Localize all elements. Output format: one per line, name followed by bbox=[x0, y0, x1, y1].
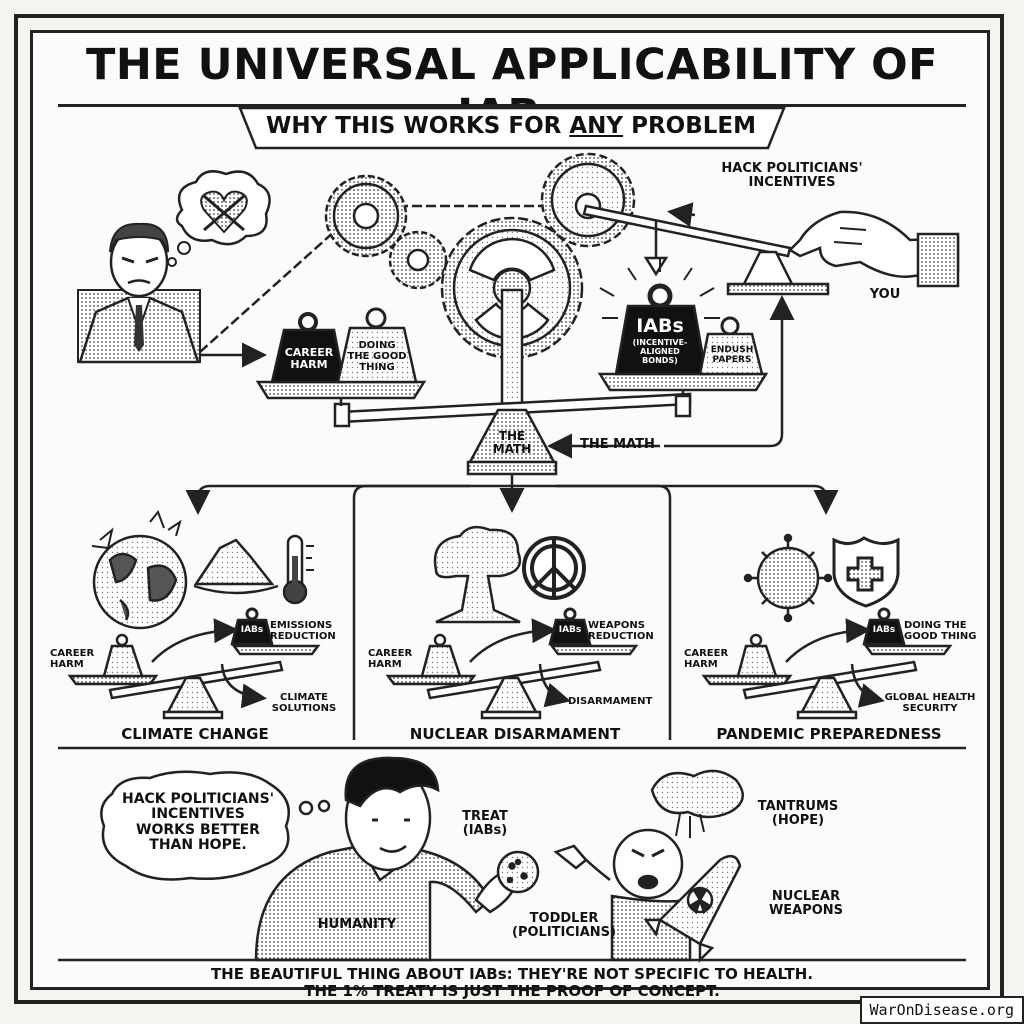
thermometer-icon bbox=[282, 534, 314, 605]
gear-icon bbox=[324, 152, 636, 360]
panel-pandemic-left-label: CAREER HARM bbox=[684, 648, 729, 670]
crossed-heart-thought-icon bbox=[167, 170, 271, 267]
career-harm-weight-label: CAREER HARM bbox=[284, 346, 334, 372]
panel-nuclear-bottom-label: DISARMAMENT bbox=[568, 696, 653, 707]
iabs-weight-title: IABs bbox=[636, 315, 684, 337]
outer-frame bbox=[14, 14, 1004, 1004]
panel-climate-weight-label: IABs bbox=[240, 625, 264, 635]
mini-balance-nuclear bbox=[385, 607, 639, 720]
treat-label: TREAT (IABs) bbox=[462, 809, 508, 839]
thought-bubble bbox=[100, 770, 331, 881]
title-divider bbox=[58, 104, 966, 107]
main-balance-scale bbox=[185, 258, 839, 740]
cookie-icon bbox=[496, 850, 540, 894]
hand-icon bbox=[787, 210, 960, 288]
nuclear-weapons-label: NUCLEAR WEAPONS bbox=[768, 889, 844, 919]
subtitle-text-a: WHY THIS WORKS FOR bbox=[266, 113, 570, 139]
mushroom-cloud-icon bbox=[433, 525, 522, 624]
panel-climate-title: CLIMATE CHANGE bbox=[121, 725, 269, 743]
doing-good-weight-label: DOING THE GOOD THING bbox=[347, 340, 407, 373]
subtitle-text-b: PROBLEM bbox=[623, 113, 756, 139]
mini-balance-pandemic bbox=[701, 607, 953, 720]
peace-sign-icon bbox=[522, 536, 586, 600]
humanity-figure bbox=[254, 756, 518, 962]
panel-climate-top-label: EMISSIONS REDUCTION bbox=[270, 620, 336, 642]
panel-climate-bottom-label: CLIMATE SOLUTIONS bbox=[271, 692, 337, 714]
tantrums-label: TANTRUMS (HOPE) bbox=[757, 799, 839, 829]
panel-nuclear-left-label: CAREER HARM bbox=[368, 648, 413, 670]
the-math-arrow-label: THE MATH bbox=[580, 437, 655, 452]
virus-icon bbox=[743, 533, 833, 623]
politician-figure bbox=[77, 222, 201, 364]
hack-incentives-label: HACK POLITICIANS' INCENTIVES bbox=[721, 161, 863, 191]
footer-caption: THE BEAUTIFUL THING ABOUT IABs: THEY'RE … bbox=[210, 965, 814, 1000]
hack-lever bbox=[582, 202, 830, 296]
iabs-weight-subtitle: (INCENTIVE- ALIGNED BONDS) bbox=[632, 338, 688, 365]
watermark: WarOnDisease.org bbox=[859, 996, 1024, 1024]
panel-pandemic-bottom-label: GLOBAL HEALTH SECURITY bbox=[884, 692, 976, 714]
melting-ice-icon bbox=[193, 538, 279, 595]
subtitle: WHY THIS WORKS FOR ANY PROBLEM bbox=[250, 113, 772, 139]
the-math-pivot-label: THE MATH bbox=[492, 429, 532, 457]
thought-bubble-text: HACK POLITICIANS' INCENTIVES WORKS BETTE… bbox=[121, 791, 274, 854]
mini-balance-climate bbox=[67, 607, 321, 720]
panel-nuclear-top-label: WEAPONS REDUCTION bbox=[588, 620, 654, 642]
subtitle-emphasis: ANY bbox=[569, 113, 624, 139]
panel-nuclear-weight-label: IABs bbox=[558, 625, 582, 635]
nuclear-weapon-icon bbox=[643, 854, 742, 964]
you-label: YOU bbox=[869, 287, 901, 302]
panel-pandemic-weight-label: IABs bbox=[872, 625, 896, 635]
panel-climate-left-label: CAREER HARM bbox=[50, 648, 95, 670]
toddler-label: TODDLER (POLITICIANS) bbox=[512, 911, 616, 941]
earth-icon bbox=[91, 510, 188, 630]
panel-pandemic-top-label: DOING THE GOOD THING bbox=[904, 620, 977, 642]
panel-pandemic-title: PANDEMIC PREPAREDNESS bbox=[716, 725, 942, 743]
panel-nuclear-title: NUCLEAR DISARMAMENT bbox=[409, 725, 621, 743]
shield-cross-icon bbox=[832, 536, 900, 608]
endush-papers-weight-label: ENDUSH PAPERS bbox=[710, 345, 754, 365]
subtitle-banner bbox=[238, 106, 786, 150]
humanity-label: HUMANITY bbox=[317, 917, 397, 932]
